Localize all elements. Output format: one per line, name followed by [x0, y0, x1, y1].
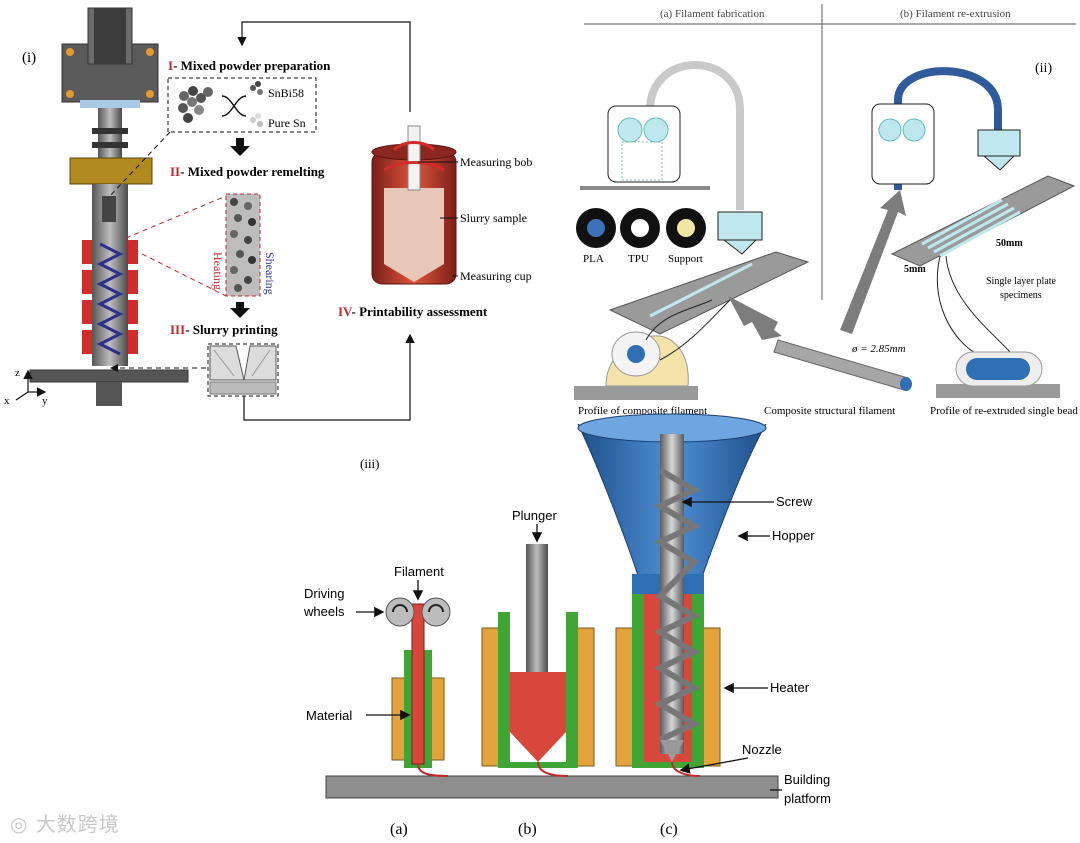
- step2-heading: II- Mixed powder remelting: [170, 164, 325, 179]
- zoom-line-top: [125, 195, 227, 239]
- dimension-5mm: 5mm: [904, 264, 926, 275]
- filament-extruder-b: [871, 67, 1021, 190]
- step2-numeral: II: [170, 164, 180, 179]
- filament-extruder-a: [580, 61, 763, 255]
- composite-structural-filament: [773, 339, 912, 391]
- spool-tpu-label: TPU: [628, 253, 649, 265]
- axis-z-label: z: [15, 367, 20, 379]
- arrow-down-icon-2: [230, 302, 250, 318]
- axis-x-label: x: [4, 395, 10, 407]
- material-label: Material: [306, 708, 352, 723]
- sample-label: Slurry sample: [460, 211, 527, 225]
- hopper-label: Hopper: [772, 528, 815, 543]
- subfig-a-label: (a): [390, 821, 408, 838]
- panel-i-label: (i): [22, 50, 36, 66]
- step2-title: - Mixed powder remelting: [180, 164, 325, 179]
- subfig-c-label: (c): [660, 821, 678, 838]
- panel-iii: (iii) Filament Driving wheels Material: [303, 413, 831, 838]
- print-bed-b: [890, 175, 1076, 267]
- subfig-b-label: (b): [518, 821, 537, 838]
- remelt-column: [225, 193, 261, 297]
- arrow-to-filament-icon: [728, 296, 782, 340]
- panel-ii: (a) Filament fabrication (b) Filament re…: [574, 4, 1078, 417]
- watermark-text: 大数跨境: [35, 812, 120, 836]
- step1-numeral: I: [168, 58, 173, 73]
- platform-label-2: platform: [784, 791, 831, 806]
- printed-line-a: [649, 262, 753, 318]
- step1-title: - Mixed powder preparation: [173, 58, 331, 73]
- shearing-label: Shearing: [263, 252, 277, 295]
- rheometer-cup: [371, 125, 457, 285]
- powder-particles: [178, 81, 263, 127]
- heating-label: Heating: [211, 252, 225, 290]
- specimen-label-2: specimens: [1000, 290, 1042, 301]
- powder-a-label: SnBi58: [268, 86, 304, 100]
- nozzle-label: Nozzle: [742, 742, 782, 757]
- arrow-to-extruder-b-icon: [840, 190, 906, 334]
- header-a: (a) Filament fabrication: [660, 8, 765, 20]
- filament-label: Filament: [394, 564, 444, 579]
- watermark-icon: ◎: [10, 812, 36, 836]
- plunger-label: Plunger: [512, 508, 557, 523]
- step4-title: - Printability assessment: [351, 304, 487, 319]
- panel-ii-label: (ii): [1035, 61, 1052, 76]
- filament-extruder-iii-a: [385, 597, 451, 777]
- zoom-line-bottom: [125, 245, 227, 297]
- axis-y-label: y: [42, 395, 48, 407]
- spool-support-label: Support: [668, 253, 703, 265]
- loop-arrow-up: [243, 333, 415, 421]
- nozzle-detail: [209, 345, 277, 395]
- loop-arrow-top: [237, 21, 411, 112]
- platform-label-1: Building: [784, 772, 830, 787]
- bead-profile: [936, 255, 1060, 398]
- structural-filament-label: Composite structural filament: [764, 405, 895, 417]
- arrow-down-icon: [230, 138, 250, 156]
- screw-extruder-iii-c: [577, 413, 767, 777]
- heater-label: Heater: [770, 680, 810, 695]
- composite-profile: [574, 299, 731, 400]
- dimension-50mm: 50mm: [996, 238, 1023, 249]
- step3-heading: III- Slurry printing: [170, 322, 278, 337]
- panel-i: (i): [4, 7, 532, 421]
- header-b: (b) Filament re-extrusion: [900, 8, 1011, 20]
- printer-head-illustration: [15, 7, 189, 406]
- print-bed-a: [608, 251, 810, 335]
- cup-label: Measuring cup: [460, 269, 532, 283]
- step1-heading: I- Mixed powder preparation: [168, 58, 331, 73]
- watermark-logo: ◎ 大数跨境: [10, 808, 120, 837]
- bob-label: Measuring bob: [460, 155, 532, 169]
- driving-wheels-label-1: Driving: [304, 586, 344, 601]
- step3-numeral: III: [170, 322, 185, 337]
- panel-iii-label: (iii): [360, 456, 380, 471]
- nozzle-arrow: [679, 757, 749, 774]
- spool-pla-label: PLA: [583, 253, 604, 265]
- filament-diameter-label: ø = 2.85mm: [851, 343, 906, 355]
- remelt-particles: [230, 198, 256, 292]
- plunger-extruder-iii-b: [481, 544, 595, 777]
- single-layer-plate: [921, 198, 1021, 258]
- powder-b-label: Pure Sn: [268, 116, 306, 130]
- screw-label: Screw: [776, 494, 813, 509]
- step4-heading: IV- Printability assessment: [338, 304, 488, 319]
- step4-numeral: IV: [338, 304, 353, 319]
- profile-bead-label: Profile of re-extruded single bead: [930, 405, 1078, 417]
- step3-box: [207, 343, 279, 397]
- specimen-label-1: Single layer plate: [986, 276, 1057, 287]
- zoom-line-step1: [107, 131, 171, 199]
- step1-box: [167, 77, 317, 133]
- step3-title: - Slurry printing: [185, 322, 278, 337]
- building-platform: [325, 775, 779, 799]
- driving-wheels-label-2: wheels: [303, 604, 345, 619]
- spools: [576, 208, 706, 248]
